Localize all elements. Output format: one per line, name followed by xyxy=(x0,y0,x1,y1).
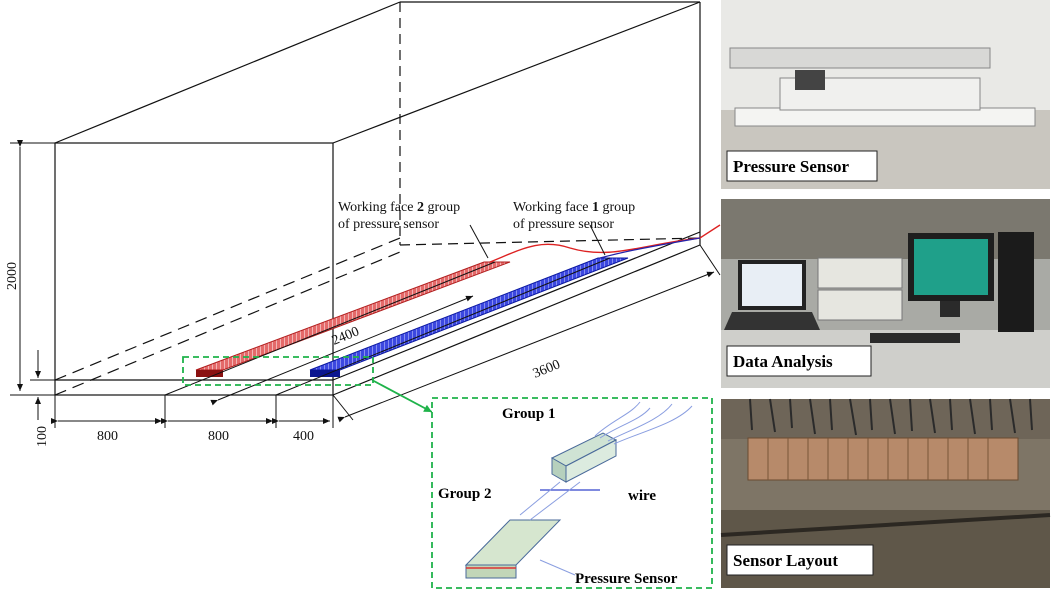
face2-label-line1: Working face 2 group xyxy=(338,200,460,215)
dim-w2: 800 xyxy=(208,429,229,444)
photo-caption-pressure-sensor: Pressure Sensor xyxy=(733,157,849,176)
dim-model-len: 3600 xyxy=(531,357,563,381)
inset-sensor-label: Pressure Sensor xyxy=(575,571,678,587)
label-leaders xyxy=(469,224,606,259)
inset-wire-label: wire xyxy=(628,488,656,504)
model-box xyxy=(54,1,701,396)
face2-label-line2: of pressure sensor xyxy=(338,217,439,232)
dim-height: 2000 xyxy=(5,262,20,290)
inset-panel xyxy=(431,397,713,589)
dimension-lines xyxy=(10,140,721,428)
face1-label-line1: Working face 1 group xyxy=(513,200,635,215)
zoom-region xyxy=(182,356,374,386)
inset-group1-label: Group 1 xyxy=(502,406,556,422)
photo-caption-sensor-layout: Sensor Layout xyxy=(733,551,838,570)
photo-caption-data-analysis: Data Analysis xyxy=(733,352,833,371)
photo-data-analysis xyxy=(721,199,1050,388)
zoom-arrow xyxy=(371,379,433,413)
photo-sensor-layout xyxy=(720,398,1051,588)
inset-group2-label: Group 2 xyxy=(438,486,492,502)
face1-label-line2: of pressure sensor xyxy=(513,217,614,232)
dim-w3: 400 xyxy=(293,429,314,444)
photo-pressure-sensor xyxy=(721,0,1050,189)
dim-base: 100 xyxy=(35,426,50,447)
sensor-wires xyxy=(489,224,721,263)
dim-w1: 800 xyxy=(97,429,118,444)
